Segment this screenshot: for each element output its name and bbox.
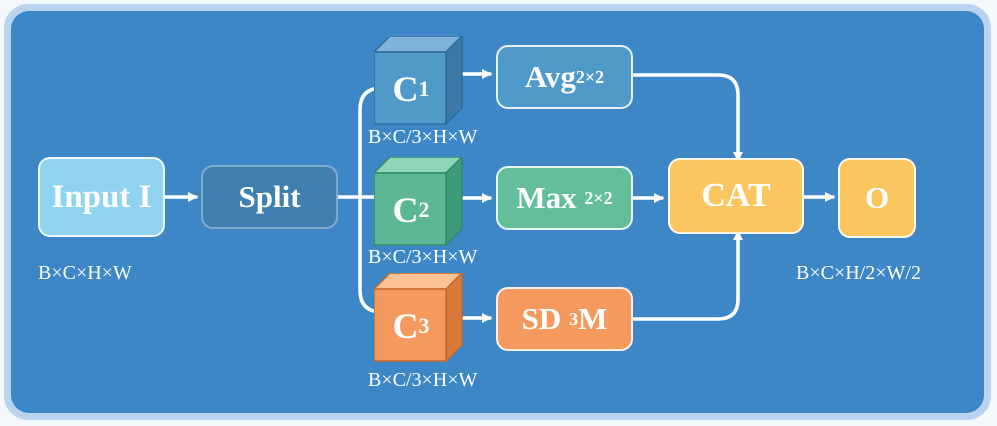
- tensor-c3-dims: B×C/3×H×W: [368, 369, 478, 391]
- tensor-c1-dims: B×C/3×H×W: [368, 126, 478, 148]
- concat-node: CAT: [668, 158, 804, 234]
- input-node: Input I: [38, 157, 165, 237]
- concat-label: CAT: [701, 177, 771, 214]
- split-branch-lines: [336, 86, 384, 314]
- output-node: O: [838, 158, 916, 238]
- arrow-avg-to-cat: [632, 73, 743, 162]
- max-pool-node: Max 2×2: [496, 166, 633, 230]
- output-label: O: [864, 180, 890, 215]
- arrow-sdm-to-cat: [632, 230, 743, 321]
- cube-shape: [372, 34, 464, 126]
- cube-shape: [372, 155, 464, 247]
- split-node: Split: [201, 165, 338, 229]
- split-label: Split: [238, 179, 301, 214]
- cube-shape: [372, 271, 464, 363]
- tensor-c2-dims: B×C/3×H×W: [368, 246, 478, 268]
- input-label: Input I: [51, 178, 152, 215]
- input-dims: B×C×H×W: [38, 262, 132, 284]
- output-dims: B×C×H/2×W/2: [796, 262, 921, 284]
